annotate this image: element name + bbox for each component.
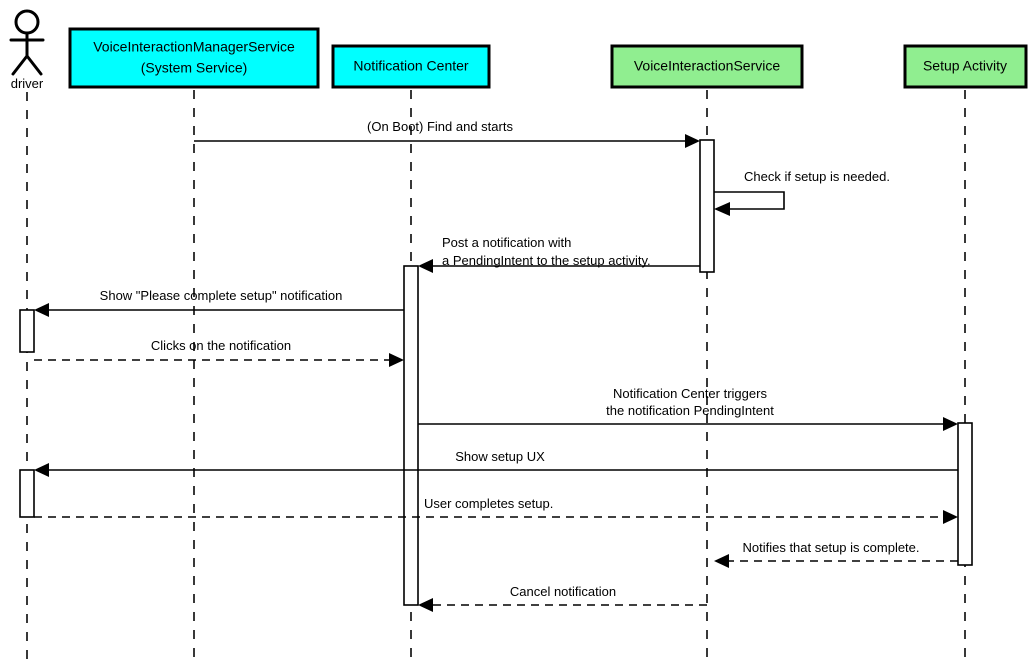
message-label-m10: Cancel notification xyxy=(510,584,616,599)
activation-bar-setup-activity xyxy=(957,422,973,566)
arrow-head-m1 xyxy=(685,134,700,148)
activation-bar-driver-1 xyxy=(19,309,35,353)
message-label-m7: Show setup UX xyxy=(455,449,545,464)
message-label-m5: Clicks on the notification xyxy=(151,338,291,353)
arrow-head-m5 xyxy=(389,353,404,367)
activation-bar-driver-2 xyxy=(19,469,35,518)
message-label-m8: User completes setup. xyxy=(424,496,553,511)
message-on-boot-find-and-starts[interactable]: (On Boot) Find and starts xyxy=(194,119,700,148)
arrow-head-m7 xyxy=(34,463,49,477)
message-show-please-complete-setup-notification[interactable]: Show "Please complete setup" notificatio… xyxy=(34,288,404,317)
message-clicks-on-the-notification[interactable]: Clicks on the notification xyxy=(34,338,404,367)
message-label-m3-line2: a PendingIntent to the setup activity. xyxy=(442,253,651,268)
message-cancel-notification[interactable]: Cancel notification xyxy=(418,584,707,612)
actor-head-icon xyxy=(14,9,40,35)
participant-label-vis: VoiceInteractionService xyxy=(634,58,781,74)
arrow-head-m8 xyxy=(943,510,958,524)
activations-layer xyxy=(19,139,973,606)
arrow-head-m4 xyxy=(34,303,49,317)
arrow-head-m6 xyxy=(943,417,958,431)
activation-bar-notification-center xyxy=(403,265,419,606)
actor-right-leg-icon xyxy=(25,54,43,76)
message-label-m1: (On Boot) Find and starts xyxy=(367,119,513,134)
message-label-m6-line1: Notification Center triggers xyxy=(613,386,767,401)
message-notification-center-triggers-pendingintent[interactable]: Notification Center triggers the notific… xyxy=(418,386,958,431)
message-label-m6-line2: the notification PendingIntent xyxy=(606,403,774,418)
participant-label-vims-line2: (System Service) xyxy=(141,60,248,76)
message-notifies-that-setup-is-complete[interactable]: Notifies that setup is complete. xyxy=(714,540,958,568)
participant-vims[interactable]: VoiceInteractionManagerService (System S… xyxy=(68,27,320,89)
arrow-head-m9 xyxy=(714,554,729,568)
message-check-if-setup-is-needed[interactable]: Check if setup is needed. xyxy=(714,169,890,216)
arrow-head-m10 xyxy=(418,598,433,612)
participant-vis[interactable]: VoiceInteractionService xyxy=(610,44,804,89)
participant-label-vims-line1: VoiceInteractionManagerService xyxy=(93,39,295,55)
message-label-m4: Show "Please complete setup" notificatio… xyxy=(100,288,343,303)
participant-notification-center[interactable]: Notification Center xyxy=(331,44,491,89)
arrow-head-m3 xyxy=(418,259,433,273)
message-post-a-notification[interactable]: Post a notification with a PendingIntent… xyxy=(418,235,700,273)
arrow-head-m2 xyxy=(714,202,730,216)
participant-box-notification-center[interactable] xyxy=(331,44,491,89)
message-label-m3-line1: Post a notification with xyxy=(442,235,571,250)
activation-bar-vis xyxy=(699,139,715,273)
participant-driver[interactable]: driver xyxy=(9,9,45,91)
message-label-m9: Notifies that setup is complete. xyxy=(742,540,919,555)
actor-left-leg-icon xyxy=(11,54,29,76)
participant-label-notification-center: Notification Center xyxy=(353,58,469,74)
message-show-setup-ux[interactable]: Show setup UX xyxy=(34,449,958,477)
participant-box-vims[interactable] xyxy=(68,27,320,89)
participant-label-driver: driver xyxy=(11,76,44,91)
participant-label-setup-activity: Setup Activity xyxy=(923,58,1007,74)
message-label-m2: Check if setup is needed. xyxy=(744,169,890,184)
participant-box-vis[interactable] xyxy=(610,44,804,89)
participant-box-setup-activity[interactable] xyxy=(903,44,1028,89)
message-line-m2 xyxy=(714,191,785,210)
message-user-completes-setup[interactable]: User completes setup. xyxy=(34,496,958,524)
participant-setup-activity[interactable]: Setup Activity xyxy=(903,44,1028,89)
